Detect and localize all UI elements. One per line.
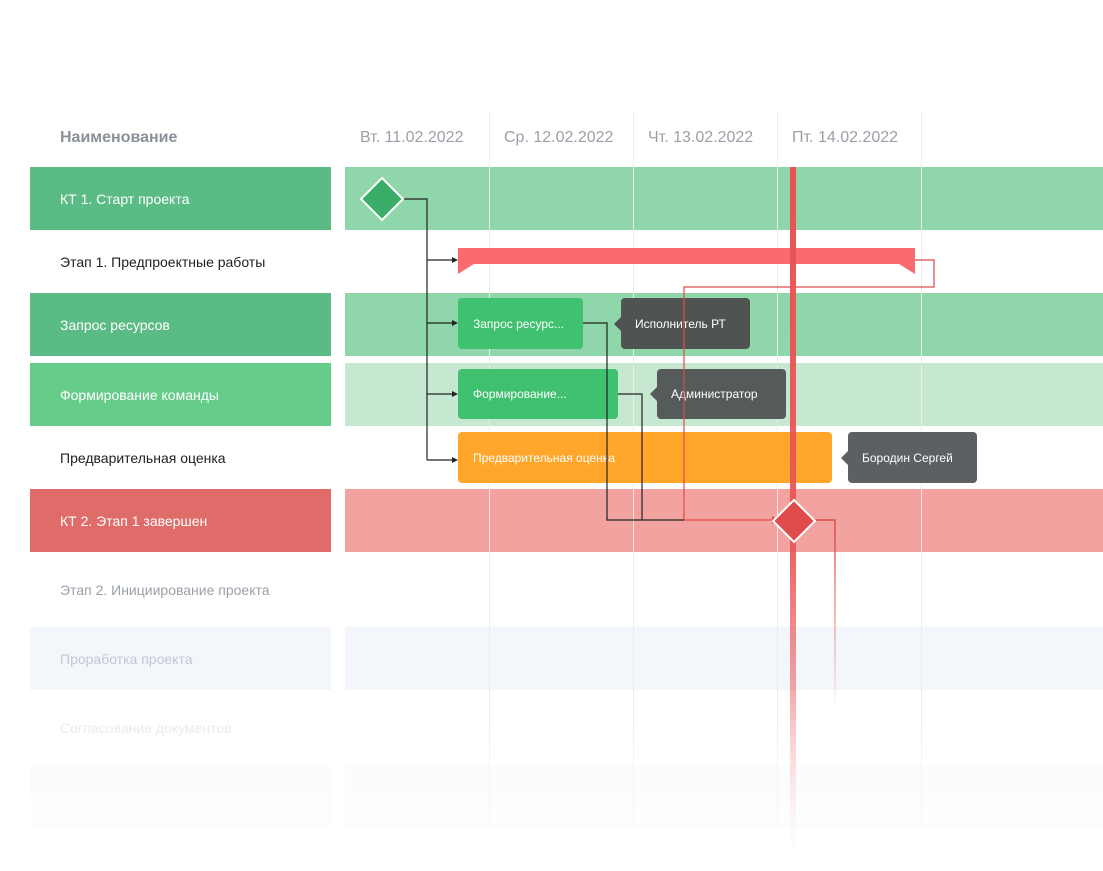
dependency-tasks-to-milestone-2 bbox=[583, 322, 684, 521]
timeline-row-milestone-1 bbox=[345, 167, 1103, 230]
row-label-milestone-1[interactable]: КТ 1. Старт проекта bbox=[30, 167, 331, 230]
row-label-phase-1[interactable]: Этап 1. Предпроектные работы bbox=[60, 253, 266, 270]
milestone-diamond-phase-1-done bbox=[771, 498, 817, 544]
dependency-milestone-2-to-phase-2 bbox=[814, 519, 836, 712]
task-bar-team-formation[interactable]: Формирование... bbox=[458, 369, 618, 419]
date-header-thu: Чт. 13.02.2022 bbox=[648, 129, 754, 146]
task-bar-resource-request[interactable]: Запрос ресурс... bbox=[458, 298, 583, 349]
assignee-tag-team-formation[interactable]: Администратор bbox=[650, 369, 786, 419]
date-header-wed: Ср. 12.02.2022 bbox=[504, 129, 614, 146]
milestone-diamond-start bbox=[359, 176, 405, 222]
date-header-tue: Вт. 11.02.2022 bbox=[360, 129, 464, 146]
phase-bar-preproject bbox=[458, 248, 915, 274]
assignee-tag-preliminary-estimate[interactable]: Бородин Сергей bbox=[841, 432, 977, 483]
timeline-row-project-elaboration bbox=[345, 627, 1103, 690]
row-label-preliminary-estimate[interactable]: Предварительная оценка bbox=[60, 449, 226, 466]
row-label-resource-request[interactable]: Запрос ресурсов bbox=[30, 293, 331, 356]
task-bar-preliminary-estimate[interactable]: Предварительная оценка bbox=[458, 432, 832, 483]
row-label-team-formation[interactable]: Формирование команды bbox=[30, 363, 331, 426]
row-label-phase-2[interactable]: Этап 2. Инициирование проекта bbox=[60, 581, 270, 598]
dependency-milestone-1-to-tasks bbox=[402, 198, 428, 460]
row-label-milestone-2[interactable]: КТ 2. Этап 1 завершен bbox=[30, 489, 331, 552]
dependency-phase-to-milestone-2 bbox=[683, 259, 935, 521]
date-header-fri: Пт. 14.02.2022 bbox=[792, 129, 899, 146]
assignee-tag-resource-request[interactable]: Исполнитель РТ bbox=[614, 298, 750, 349]
column-header-name: Наименование bbox=[60, 129, 178, 146]
row-label-project-elaboration[interactable]: Проработка проекта bbox=[30, 627, 331, 690]
